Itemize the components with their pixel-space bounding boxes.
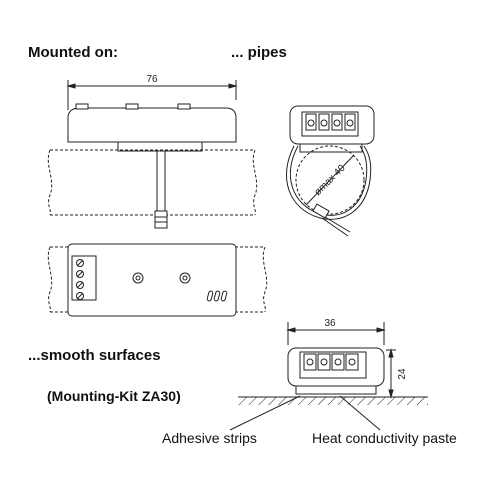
adhesive-strips-label: Adhesive strips [162, 430, 257, 446]
width-36-dimension: 36 [324, 318, 336, 329]
top-view-pipe-mount [47, 243, 268, 317]
mounted-on-heading: Mounted on: [28, 44, 118, 61]
smooth-surfaces-heading: ...smooth surfaces [28, 347, 161, 364]
heat-paste-label: Heat conductivity paste [312, 430, 457, 446]
mounting-kit-label: (Mounting-Kit ZA30) [47, 388, 181, 404]
width-76-dimension: 76 [146, 74, 158, 85]
end-view-pipe-strap [286, 105, 375, 237]
surface-mount-view [229, 322, 428, 431]
pipe-diameter-dimension: ømax 40 [312, 163, 348, 199]
pipes-heading: ... pipes [231, 44, 287, 61]
height-24-dimension: 24 [397, 368, 408, 380]
side-view-pipe-mount [47, 80, 258, 229]
